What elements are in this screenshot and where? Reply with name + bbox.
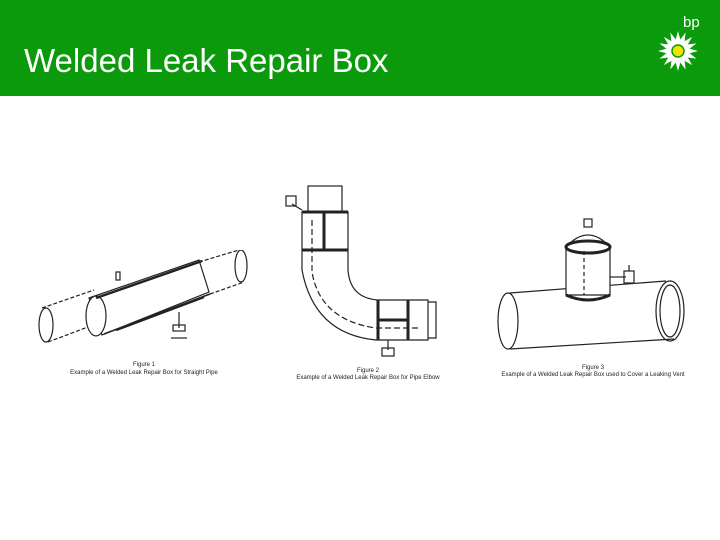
figure-1-caption: Example of a Welded Leak Repair Box for … [70,370,218,376]
figure-3-drawing [497,218,685,350]
figure-3-caption: Example of a Welded Leak Repair Box used… [501,372,685,378]
figure-1-drawing [38,250,248,343]
figure-3-number: Figure 3 [581,365,604,371]
figure-2-number: Figure 2 [356,368,379,374]
figure-2: Figure 2 Example of a Welded Leak Repair… [278,180,458,388]
figure-2-drawing [285,185,437,357]
slide-title: Welded Leak Repair Box [24,42,389,79]
figure-1-number: Figure 1 [132,362,155,368]
figure-2-caption: Example of a Welded Leak Repair Box for … [296,375,440,381]
bp-logo-text: bp [683,14,700,31]
figure-1: Figure 1 Example of a Welded Leak Repair… [34,250,254,385]
bp-helios-icon [658,31,698,71]
slide-header: Welded Leak Repair Box bp [0,0,720,96]
figure-3: Figure 3 Example of a Welded Leak Repair… [488,215,708,381]
